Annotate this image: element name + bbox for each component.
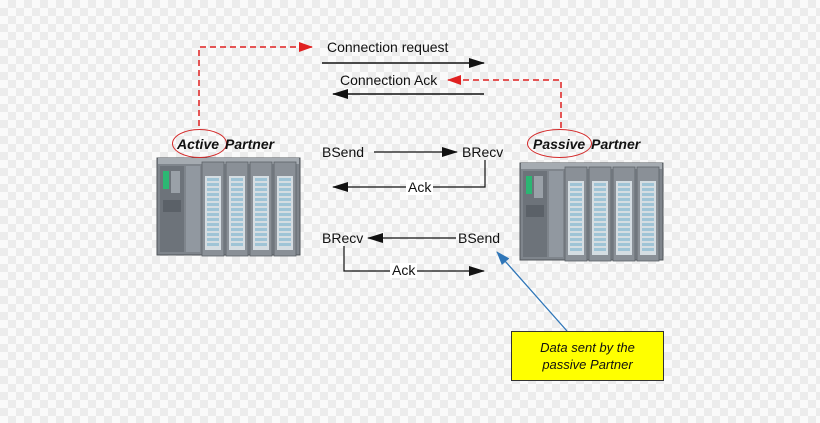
active-partner-highlight: Active (177, 136, 220, 152)
bsend-label-2: BSend (458, 230, 501, 246)
passive-highlight-ring (527, 129, 592, 158)
brecv-label-2: BRecv (322, 230, 364, 246)
active-partner-title: Active Partner (177, 136, 274, 152)
ack-dashed-line (447, 75, 562, 128)
request-dashed-line (198, 42, 313, 126)
note-line-2: passive Partner (542, 357, 633, 372)
active-highlight-ring (172, 129, 227, 158)
ack-2-arrow (343, 246, 485, 276)
ack-label-2: Ack (390, 262, 418, 278)
passive-partner-highlight: Passive (533, 136, 586, 152)
note-line-1: Data sent by the (540, 340, 635, 355)
brecv-label-1: BRecv (462, 144, 504, 160)
ack-1-arrow (332, 160, 486, 192)
active-partner-rest: Partner (225, 136, 275, 152)
note-pointer-arrow (496, 251, 568, 332)
bsend-label-1: BSend (322, 144, 365, 160)
passive-partner-rest: Partner (591, 136, 641, 152)
passive-data-note: Data sent by the passive Partner (511, 331, 664, 381)
passive-partner-title: Passive Partner (533, 136, 640, 152)
ack-label-1: Ack (406, 179, 434, 195)
passive-plc-rack-icon (519, 162, 664, 262)
connection-ack-label: Connection Ack (340, 72, 438, 88)
connection-request-label: Connection request (327, 39, 449, 55)
active-plc-rack-icon (156, 157, 301, 257)
